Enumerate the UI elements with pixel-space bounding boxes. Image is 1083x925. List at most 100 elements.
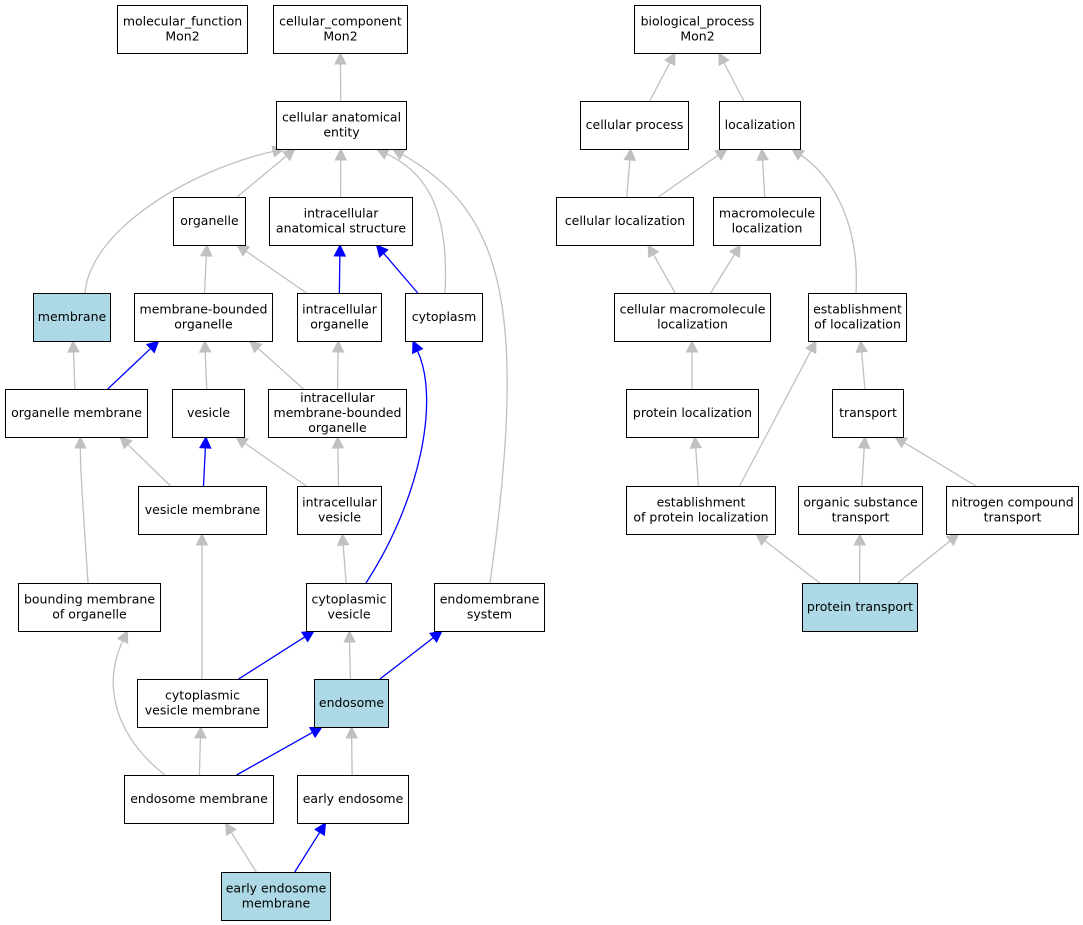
node-endosome[interactable]: endosome [314, 679, 389, 728]
node-membrane[interactable]: membrane [33, 293, 111, 342]
node-cellular-process[interactable]: cellular process [580, 101, 689, 150]
edge-nitrogen-compound-transport-to-transport [894, 436, 977, 487]
node-organelle[interactable]: organelle [173, 197, 246, 246]
node-box [276, 101, 407, 150]
edge-protein-transport-to-organic-substance-transport [853, 532, 867, 584]
node-label-line: protein localization [633, 405, 752, 420]
node-label-line: protein transport [807, 599, 913, 614]
node-label-line: vesicle [318, 510, 361, 525]
node-box [297, 775, 409, 824]
edge-endosome-membrane-to-cytoplasmic-vesicle-membrane-line [198, 737, 202, 776]
node-box [802, 583, 918, 632]
edge-early-endosome-membrane-to-endosome-membrane [224, 822, 257, 873]
node-cytoplasm[interactable]: cytoplasm [405, 293, 483, 342]
edge-cellular-macromolecule-localization-to-cellular-localization [647, 244, 676, 294]
edge-organelle-to-cellular-anatomical-entity-arrowhead [281, 148, 296, 162]
node-endosome-membrane[interactable]: endosome membrane [124, 775, 274, 824]
node-label-line: cytoplasm [412, 309, 477, 324]
edge-intracellular-membrane-bounded-organelle-to-membrane-bounded-organelle [249, 340, 304, 390]
edge-organelle-membrane-to-membrane-bounded-organelle-arrowhead [145, 340, 160, 354]
node-organelle-membrane[interactable]: organelle membrane [5, 389, 148, 438]
node-label-line: organelle [310, 317, 369, 332]
edge-cytoplasmic-vesicle-to-cytoplasm-arrowhead [412, 339, 424, 355]
node-box [434, 583, 545, 632]
node-label-line: localization [657, 317, 728, 332]
node-label-line: macromolecule [719, 206, 815, 221]
edge-cellular-process-to-biological-process [649, 52, 676, 102]
edge-cytoplasmic-vesicle-membrane-to-vesicle-membrane-arrowhead [195, 532, 209, 546]
node-box [297, 293, 382, 342]
edge-vesicle-to-membrane-bounded-organelle-line [204, 351, 208, 390]
edge-organelle-membrane-to-membrane-arrowhead [67, 339, 80, 353]
node-early-endosome[interactable]: early endosome [297, 775, 409, 824]
node-transport[interactable]: transport [832, 389, 904, 438]
node-box [173, 197, 246, 246]
edge-establishment-of-protein-localization-to-establishment-of-localization [739, 340, 817, 487]
node-label-line: cellular_component [279, 14, 402, 29]
node-label-line: Mon2 [680, 29, 714, 44]
node-box [798, 486, 923, 535]
node-protein-localization[interactable]: protein localization [626, 389, 759, 438]
edge-localization-to-biological-process [718, 52, 745, 102]
node-label-line: establishment [813, 302, 902, 317]
node-label-line: endomembrane [440, 592, 540, 607]
node-box [124, 775, 274, 824]
edge-endosome-membrane-to-bounding-membrane-of-organelle [112, 629, 166, 776]
node-protein-transport[interactable]: protein transport [802, 583, 918, 632]
node-label-line: organelle [308, 420, 367, 435]
edge-localization-to-biological-process-arrowhead [718, 52, 730, 67]
edge-endosome-to-cytoplasmic-vesicle [343, 629, 356, 680]
node-box [134, 293, 273, 342]
edge-protein-localization-to-cellular-macromolecule-localization-arrowhead [685, 339, 699, 353]
node-label-line: Mon2 [165, 29, 199, 44]
edge-cytoplasmic-vesicle-to-intracellular-vesicle-arrowhead [336, 532, 350, 546]
node-cellular-localization[interactable]: cellular localization [556, 197, 694, 246]
edge-cellular-macromolecule-localization-to-cellular-localization-arrowhead [647, 244, 660, 259]
edge-organic-substance-transport-to-transport [857, 435, 871, 487]
node-label-line: intracellular [300, 390, 376, 405]
edge-establishment-of-localization-to-localization-arrowhead [791, 148, 806, 161]
node-label-line: cytoplasmic [165, 688, 240, 703]
edge-nitrogen-compound-transport-to-transport-line [904, 442, 977, 487]
edge-establishment-of-protein-localization-to-protein-localization [689, 435, 703, 487]
node-label-line: system [467, 607, 512, 622]
node-label-line: of organelle [52, 607, 127, 622]
edge-intracellular-vesicle-to-intracellular-membrane-bounded-organelle-arrowhead [331, 435, 345, 449]
edge-intracellular-membrane-bounded-organelle-to-intracellular-organelle [331, 339, 345, 390]
node-label-line: cellular process [586, 117, 684, 132]
node-vesicle-membrane[interactable]: vesicle membrane [138, 486, 267, 535]
node-box [221, 872, 331, 921]
edge-bounding-membrane-of-organelle-to-organelle-membrane [74, 435, 89, 584]
node-localization[interactable]: localization [719, 101, 801, 150]
node-box [946, 486, 1079, 535]
node-box [626, 486, 776, 535]
edge-organelle-membrane-to-membrane-bounded-organelle [107, 340, 160, 390]
edge-establishment-of-protein-localization-to-establishment-of-localization-arrowhead [805, 340, 817, 355]
node-label-line: bounding membrane [24, 592, 155, 607]
edge-protein-transport-to-organic-substance-transport-arrowhead [853, 532, 867, 546]
node-label-line: endosome membrane [130, 791, 268, 806]
node-label-line: localization [725, 117, 796, 132]
node-vesicle[interactable]: vesicle [172, 389, 245, 438]
